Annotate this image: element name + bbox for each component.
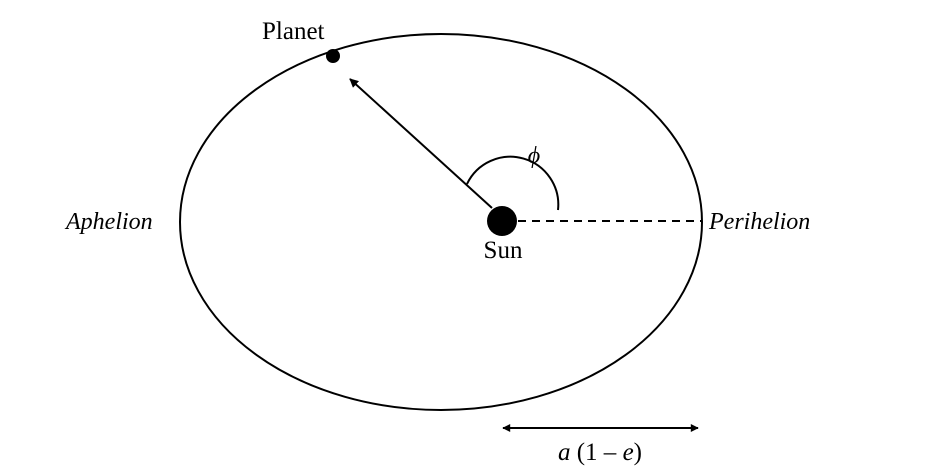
perihelion-label: Perihelion xyxy=(708,209,810,235)
distance-label: a (1 – e) xyxy=(558,439,642,466)
aphelion-label: Aphelion xyxy=(64,209,153,235)
distance-label-e: e xyxy=(623,439,634,466)
angle-label: ϕ xyxy=(528,143,540,169)
distance-label-paren: (1 – xyxy=(570,439,622,466)
angle-arc xyxy=(466,155,560,211)
planet-marker xyxy=(326,49,340,63)
distance-label-a: a xyxy=(558,439,571,466)
distance-label-close: ) xyxy=(634,439,642,466)
sun-marker xyxy=(487,206,517,236)
planet-label: Planet xyxy=(262,18,325,45)
radius-vector-arrow xyxy=(349,78,493,209)
sun-label: Sun xyxy=(484,237,523,264)
